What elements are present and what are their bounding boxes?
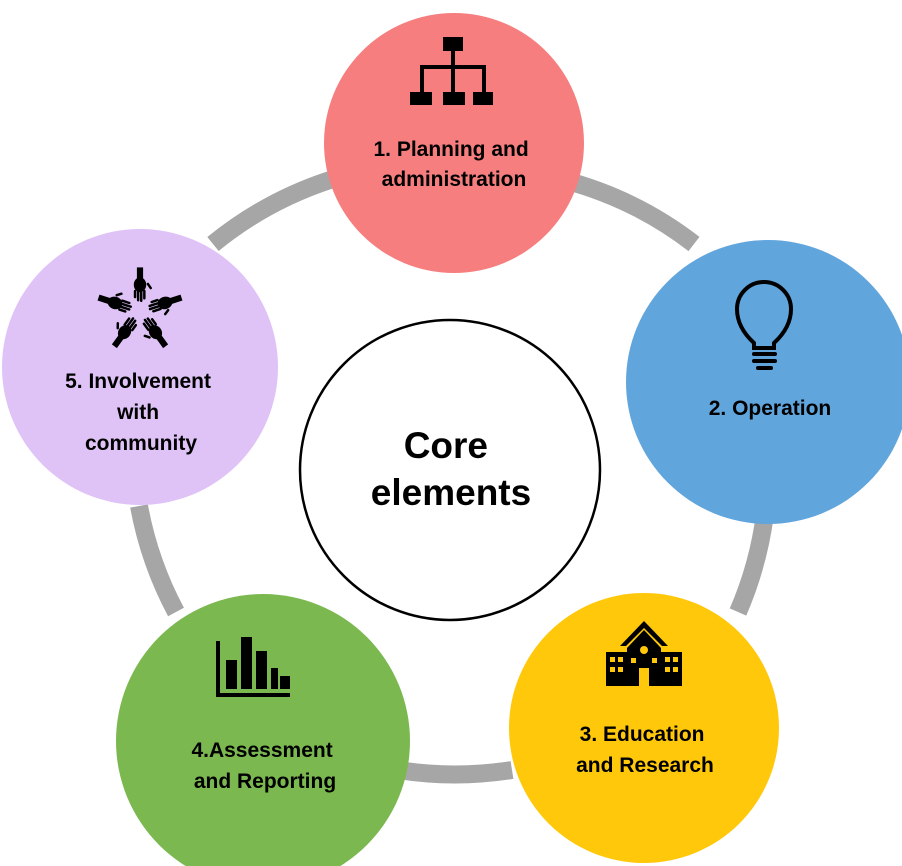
node-community-label: 5. Involvement with community (65, 370, 217, 455)
node-assessment: 4.Assessment and Reporting (116, 594, 410, 866)
ring-connector-5-1 (207, 171, 333, 252)
node-planning: 1. Planning and administration (324, 13, 584, 273)
node-community-label-line-3: community (85, 432, 197, 455)
hand-shape-5 (97, 292, 132, 313)
node-assessment-circle (116, 594, 410, 866)
hand-shape-4 (111, 317, 138, 349)
school-building-icon-details (610, 646, 678, 686)
hand-shape-1 (133, 267, 152, 303)
center-label: Core elements (371, 425, 531, 513)
node-planning-circle (324, 13, 584, 273)
lightbulb-icon (734, 280, 794, 370)
ring-connector-4-5 (130, 504, 184, 617)
node-education: 3. Education and Research (509, 593, 779, 863)
bar-chart-icon (216, 637, 290, 697)
node-operation-label-line-1: 2. Operation (709, 397, 832, 420)
center-label-line-1: Core (404, 425, 488, 466)
node-community-circle (2, 229, 278, 505)
org-chart-icon (410, 37, 493, 105)
ring-connector-3-4 (396, 761, 514, 784)
node-community-label-line-1: 5. Involvement (65, 370, 211, 393)
node-education-label-line-1: 3. Education (580, 723, 705, 746)
node-operation-label: 2. Operation (709, 397, 832, 420)
node-operation: 2. Operation (626, 240, 902, 524)
hand-shape-2 (148, 294, 183, 316)
hand-shape-3 (142, 317, 169, 349)
node-planning-label: 1. Planning and administration (373, 138, 534, 191)
node-community-label-line-2: with (116, 401, 159, 424)
node-assessment-label-line-2: and Reporting (194, 770, 336, 793)
center-label-line-2: elements (371, 472, 531, 513)
node-assessment-label: 4.Assessment and Reporting (191, 739, 338, 793)
node-assessment-label-line-1: 4.Assessment (191, 739, 332, 762)
ring-connector-1-2 (561, 171, 700, 252)
node-education-label-line-2: and Research (576, 754, 714, 777)
ring-connector-2-3 (729, 512, 774, 616)
center-circle (298, 318, 602, 622)
node-education-label: 3. Education and Research (576, 723, 714, 777)
node-planning-label-line-2: administration (382, 168, 527, 191)
node-community: 5. Involvement with community (2, 229, 278, 505)
node-planning-label-line-1: 1. Planning and (373, 138, 528, 161)
node-operation-circle (626, 240, 902, 524)
joined-hands-icon (97, 267, 183, 349)
center-element: Core elements (298, 318, 602, 622)
node-education-circle (509, 593, 779, 863)
